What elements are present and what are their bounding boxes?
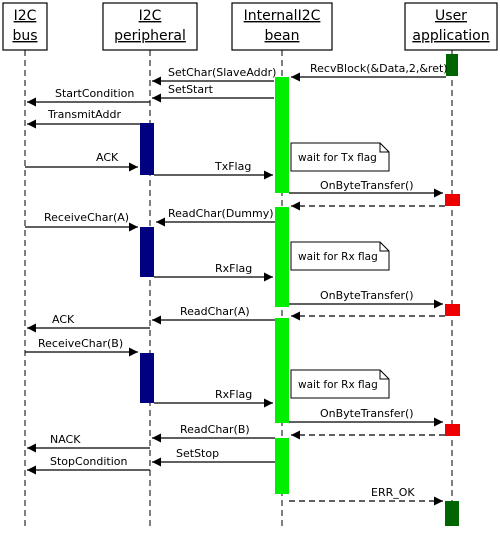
activation-callback-1 bbox=[445, 194, 460, 206]
message-label: ACK bbox=[52, 313, 75, 326]
participant-user: User application bbox=[404, 2, 498, 51]
message: SetStop bbox=[152, 447, 275, 467]
message-label: NACK bbox=[50, 433, 81, 446]
message-label: ReadChar(Dummy) bbox=[168, 207, 274, 220]
message: NACK bbox=[27, 433, 150, 453]
message-label: ERR_OK bbox=[371, 486, 415, 499]
message: OnByteTransfer() bbox=[289, 179, 443, 198]
activation-peripheral-2 bbox=[140, 227, 154, 277]
note-wait-rx-1: wait for Rx flag bbox=[290, 241, 390, 271]
message: ACK bbox=[27, 313, 150, 333]
message: ACK bbox=[25, 151, 138, 172]
message: TransmitAddr bbox=[27, 108, 140, 129]
message: ReadChar(B) bbox=[152, 423, 275, 443]
message: SetChar(SlaveAddr) bbox=[152, 66, 276, 86]
activation-peripheral-3 bbox=[140, 353, 154, 403]
message-label: SetChar(SlaveAddr) bbox=[168, 66, 276, 79]
note-text: wait for Rx flag bbox=[298, 379, 378, 391]
participant-peripheral-line1: I2C bbox=[139, 8, 162, 24]
message-label: RecvBlock(&Data,2,&ret) bbox=[310, 62, 448, 75]
message: ReadChar(Dummy) bbox=[156, 207, 275, 227]
participant-user-line1: User bbox=[435, 8, 467, 24]
activation-bean-4 bbox=[275, 438, 289, 494]
message-label: OnByteTransfer() bbox=[320, 179, 414, 192]
note-text: wait for Rx flag bbox=[298, 251, 378, 263]
message: OnByteTransfer() bbox=[289, 407, 443, 427]
message: ReadChar(A) bbox=[152, 305, 275, 325]
activation-user-start bbox=[446, 54, 458, 76]
note-text: wait for Tx flag bbox=[298, 152, 377, 164]
message-label: ReadChar(B) bbox=[180, 423, 250, 436]
participant-peripheral-line2: peripheral bbox=[114, 28, 186, 44]
message-label: ReadChar(A) bbox=[180, 305, 250, 318]
return-message: ERR_OK bbox=[289, 486, 443, 506]
message-label: SetStop bbox=[176, 447, 219, 460]
activation-callback-2 bbox=[445, 304, 460, 316]
message: StartCondition bbox=[27, 87, 150, 107]
participant-bean-line2: bean bbox=[265, 28, 300, 44]
message-label: TransmitAddr bbox=[47, 108, 121, 121]
message: ReceiveChar(A) bbox=[25, 211, 138, 232]
message-label: TxFlag bbox=[214, 160, 251, 173]
note-wait-tx: wait for Tx flag bbox=[290, 142, 390, 172]
message: SetStart bbox=[152, 83, 274, 103]
activation-peripheral-1 bbox=[140, 123, 154, 175]
participant-peripheral: I2C peripheral bbox=[102, 2, 198, 51]
message: OnByteTransfer() bbox=[289, 289, 443, 309]
note-wait-rx-2: wait for Rx flag bbox=[290, 369, 390, 399]
activation-bean-1 bbox=[275, 77, 289, 193]
message-label: ACK bbox=[96, 151, 119, 164]
activation-user-end bbox=[445, 501, 459, 526]
message-label: RxFlag bbox=[215, 388, 252, 401]
message-label: OnByteTransfer() bbox=[320, 289, 414, 302]
message-label: StartCondition bbox=[55, 87, 134, 100]
participant-bean: InternalI2C bean bbox=[231, 2, 333, 51]
participant-bus-line1: I2C bbox=[14, 8, 37, 24]
participant-bus: I2C bus bbox=[2, 2, 48, 51]
message-label: SetStart bbox=[168, 83, 214, 96]
message-label: ReceiveChar(A) bbox=[44, 211, 129, 224]
message-label: ReceiveChar(B) bbox=[38, 337, 123, 350]
activation-bean-2 bbox=[275, 207, 289, 307]
activation-bean-3 bbox=[275, 318, 289, 423]
message: StopCondition bbox=[27, 455, 150, 475]
message: RecvBlock(&Data,2,&ret) bbox=[291, 62, 448, 82]
message-label: StopCondition bbox=[50, 455, 128, 468]
activation-callback-3 bbox=[445, 424, 460, 436]
participant-bus-line2: bus bbox=[12, 28, 37, 44]
message: RxFlag bbox=[154, 388, 273, 408]
participant-bean-line1: InternalI2C bbox=[244, 8, 321, 24]
message: TxFlag bbox=[154, 160, 273, 180]
message-label: RxFlag bbox=[215, 262, 252, 275]
participant-user-line2: application bbox=[412, 28, 489, 44]
message-label: OnByteTransfer() bbox=[320, 407, 414, 420]
message: ReceiveChar(B) bbox=[25, 337, 138, 357]
message: RxFlag bbox=[154, 262, 273, 282]
